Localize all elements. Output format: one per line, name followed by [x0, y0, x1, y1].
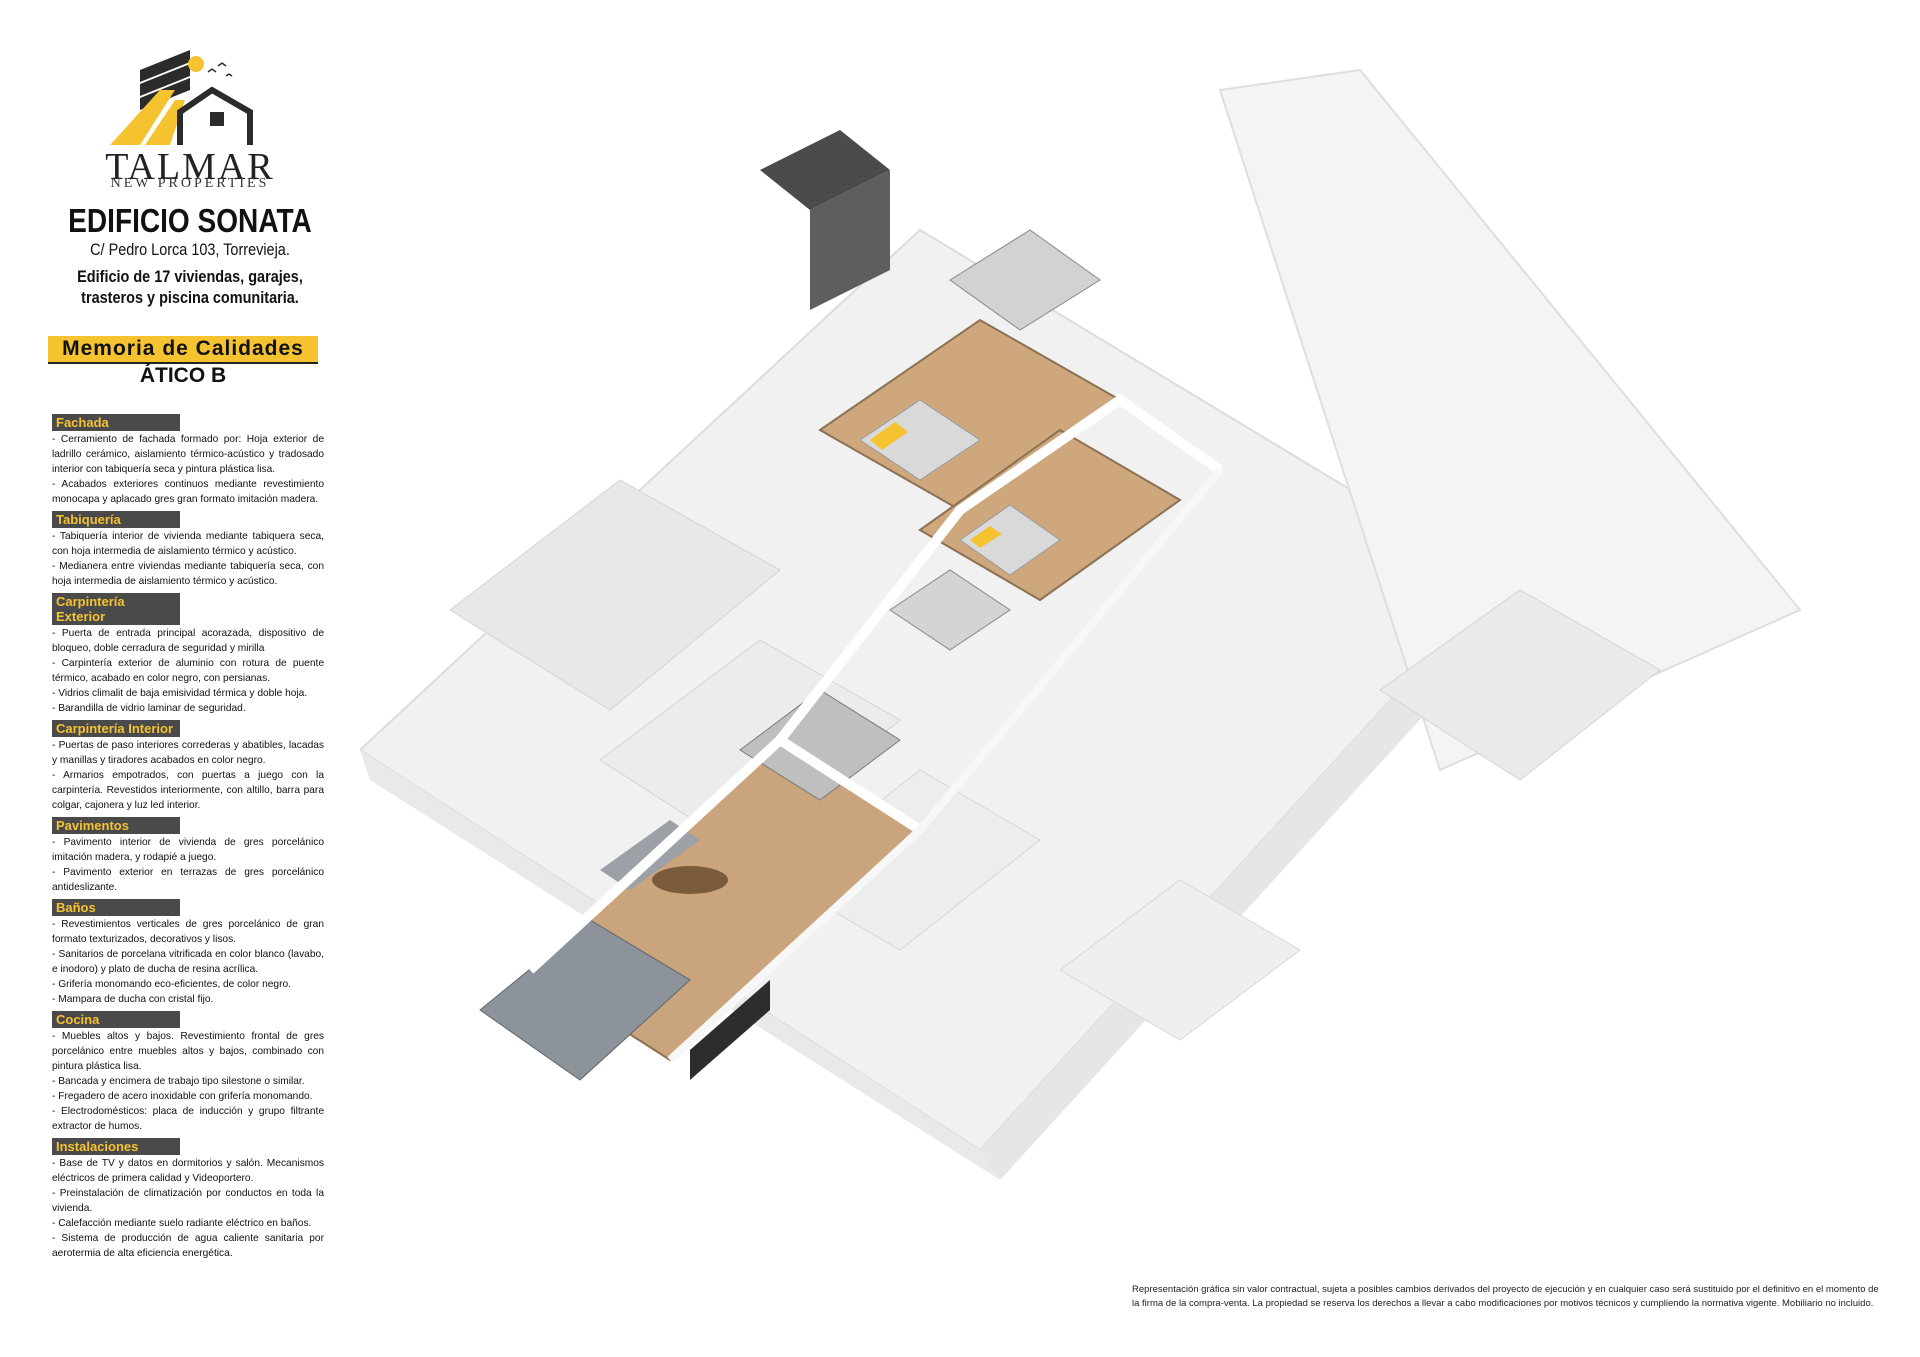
building-description: Edificio de 17 viviendas, garajes, trast…: [63, 266, 318, 308]
banner-unit: ÁTICO B: [48, 362, 318, 390]
section-item: - Bancada y encimera de trabajo tipo sil…: [52, 1076, 305, 1087]
description-line-1: Edificio de 17 viviendas, garajes,: [77, 267, 303, 286]
section-item: - Electrodomésticos: placa de inducción …: [52, 1106, 324, 1132]
section-item: - Revestimientos verticales de gres porc…: [52, 919, 324, 945]
section-title: Cocina: [52, 1011, 180, 1028]
section-item: - Cerramiento de fachada formado por: Ho…: [52, 434, 324, 475]
section-item: - Medianera entre viviendas mediante tab…: [52, 561, 324, 587]
section-carpinteria-exterior: Carpintería Exterior - Puerta de entrada…: [52, 593, 324, 716]
section-item: - Base de TV y datos en dormitorios y sa…: [52, 1158, 324, 1184]
building-title: EDIFICIO SONATA: [68, 202, 312, 239]
section-title: Instalaciones: [52, 1138, 180, 1155]
section-title: Baños: [52, 899, 180, 916]
building-address: C/ Pedro Lorca 103, Torrevieja.: [90, 240, 290, 259]
section-item: - Calefacción mediante suelo radiante el…: [52, 1218, 312, 1229]
section-item: - Sanitarios de porcelana vitrificada en…: [52, 949, 324, 975]
section-item: - Grifería monomando eco-eficientes, de …: [52, 979, 291, 990]
section-title: Carpintería Interior: [52, 720, 180, 737]
section-pavimentos: Pavimentos - Pavimento interior de vivie…: [52, 817, 324, 895]
section-item: - Sistema de producción de agua caliente…: [52, 1233, 324, 1259]
section-title: Fachada: [52, 414, 180, 431]
section-item: - Fregadero de acero inoxidable con grif…: [52, 1091, 313, 1102]
section-carpinteria-interior: Carpintería Interior - Puertas de paso i…: [52, 720, 324, 813]
section-banos: Baños - Revestimientos verticales de gre…: [52, 899, 324, 1007]
section-item: - Armarios empotrados, con puertas a jue…: [52, 770, 324, 811]
section-title: Carpintería Exterior: [52, 593, 180, 625]
banner-title: Memoria de Calidades: [48, 336, 318, 362]
section-item: - Puerta de entrada principal acorazada,…: [52, 628, 324, 654]
section-item: - Barandilla de vidrio laminar de seguri…: [52, 703, 246, 714]
section-item: - Muebles altos y bajos. Revestimiento f…: [52, 1031, 324, 1072]
section-fachada: Fachada - Cerramiento de fachada formado…: [52, 414, 324, 507]
section-item: - Tabiquería interior de vivienda median…: [52, 531, 324, 557]
talmar-logo-icon: [110, 50, 253, 145]
brand-subtitle: NEW PROPERTIES: [110, 176, 270, 191]
section-item: - Preinstalación de climatización por co…: [52, 1188, 324, 1214]
isometric-floor-plan: [360, 68, 1802, 1180]
section-item: - Pavimento exterior en terrazas de gres…: [52, 867, 324, 893]
section-item: - Carpintería exterior de aluminio con r…: [52, 658, 324, 684]
section-title: Tabiquería: [52, 511, 180, 528]
disclaimer-text: Representación gráfica sin valor contrac…: [1132, 1284, 1879, 1309]
section-item: - Puertas de paso interiores correderas …: [52, 740, 324, 766]
description-line-2: trasteros y piscina comunitaria.: [81, 288, 299, 307]
section-tabiqueria: Tabiquería - Tabiquería interior de vivi…: [52, 511, 324, 589]
section-cocina: Cocina - Muebles altos y bajos. Revestim…: [52, 1011, 324, 1134]
section-title: Pavimentos: [52, 817, 180, 834]
section-item: - Acabados exteriores continuos mediante…: [52, 479, 324, 505]
section-item: - Pavimento interior de vivienda de gres…: [52, 837, 324, 863]
brand-name: TALMAR: [105, 146, 275, 188]
section-instalaciones: Instalaciones - Base de TV y datos en do…: [52, 1138, 324, 1261]
section-item: - Mampara de ducha con cristal fijo.: [52, 994, 214, 1005]
section-item: - Vidrios climalit de baja emisividad té…: [52, 688, 308, 699]
quality-sections: Fachada - Cerramiento de fachada formado…: [52, 414, 324, 1265]
